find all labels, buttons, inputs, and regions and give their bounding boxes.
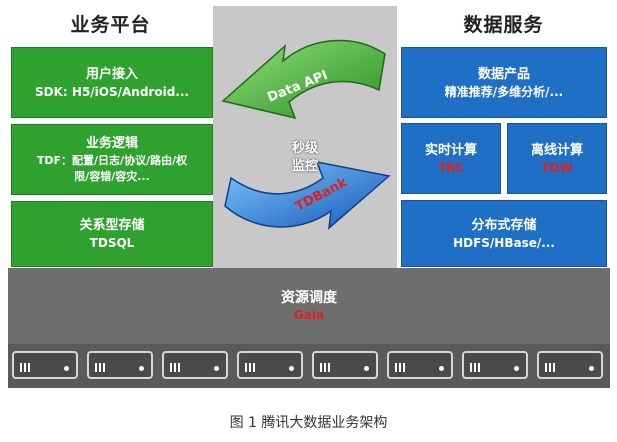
offline-compute-tdw: TDW [541, 160, 573, 175]
monitor-line-2: 监控 [291, 159, 318, 174]
realtime-compute-box: 实时计算 TRC [401, 123, 501, 194]
offline-compute-box: 离线计算 TDW [507, 123, 607, 194]
data-product-title: 数据产品 [477, 66, 530, 82]
offline-compute-title: 离线计算 [530, 142, 583, 158]
user-access-detail: SDK: H5/iOS/Android... [35, 84, 189, 99]
business-logic-detail-2: 限/容错/容灾... [74, 169, 150, 183]
business-logic-title: 业务逻辑 [85, 135, 138, 151]
tdbank-arrow [224, 161, 391, 230]
data-product-detail: 精准推荐/多维分析/... [444, 84, 564, 99]
realtime-compute-title: 实时计算 [424, 142, 477, 158]
server-icon [87, 351, 153, 379]
data-services-title: 数据服务 [463, 14, 544, 36]
business-logic-detail: TDF：配置/日志/协议/路由/权 [36, 153, 188, 167]
realtime-compute-trc: TRC [437, 160, 465, 175]
server-icon [387, 351, 453, 379]
user-access-box: 用户接入 SDK: H5/iOS/Android... [11, 47, 213, 118]
relational-storage-title: 关系型存储 [79, 218, 145, 233]
data-flow-arrows: Data API TDBank [221, 39, 391, 230]
monitor-line-1: 秒级 [291, 141, 318, 156]
data-api-arrow [221, 39, 386, 120]
second-level-monitoring: 秒级 监控 [265, 140, 345, 176]
server-icon [12, 351, 78, 379]
server-icon [237, 351, 303, 379]
business-logic-box: 业务逻辑 TDF：配置/日志/协议/路由/权 限/容错/容灾... [11, 124, 213, 195]
distributed-storage-box: 分布式存储 HDFS/HBase/... [401, 200, 607, 267]
figure-caption: 图 1 腾讯大数据业务架构 [229, 415, 388, 431]
server-icon [162, 351, 228, 379]
user-access-title: 用户接入 [85, 66, 138, 82]
resource-scheduling-band: 资源调度 Gaia [8, 268, 610, 344]
server-row [8, 344, 610, 388]
server-icon [537, 351, 603, 379]
data-product-box: 数据产品 精准推荐/多维分析/... [401, 47, 607, 118]
resource-scheduling-label: 资源调度 [281, 290, 337, 306]
distributed-storage-detail: HDFS/HBase/... [453, 235, 555, 250]
server-icon [312, 351, 378, 379]
relational-storage-detail: TDSQL [89, 236, 135, 250]
distributed-storage-title: 分布式存储 [471, 217, 537, 233]
server-icon [462, 351, 528, 379]
relational-storage-box: 关系型存储 TDSQL [11, 201, 213, 267]
business-platform-title: 业务平台 [70, 14, 151, 36]
resource-scheduling-gaia: Gaia [293, 308, 325, 322]
